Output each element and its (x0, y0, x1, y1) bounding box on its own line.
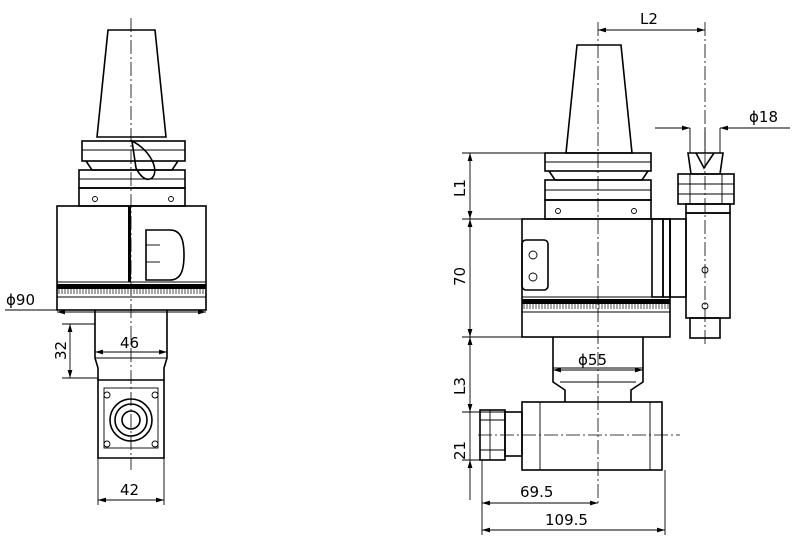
dim-diameter-18: ϕ18 (749, 108, 778, 126)
front-neck (94, 310, 168, 380)
dim-46: 46 (120, 334, 139, 352)
side-view: L2 ϕ18 L1 70 L3 21 (451, 10, 790, 535)
side-taper (565, 44, 633, 154)
side-spindle (669, 128, 735, 339)
dim-l2: L2 (640, 10, 658, 28)
dim-109-5: 109.5 (545, 511, 588, 529)
side-dimensions: L2 ϕ18 L1 70 L3 21 (451, 10, 790, 535)
dim-69-5: 69.5 (520, 483, 553, 501)
side-lower-head (479, 401, 663, 471)
dim-70: 70 (451, 267, 469, 286)
side-body (521, 218, 671, 338)
dim-l1: L1 (451, 179, 469, 197)
dim-21: 21 (451, 441, 469, 460)
side-scale (523, 304, 669, 309)
front-scale (58, 289, 204, 294)
front-housing (97, 379, 165, 459)
side-neck (552, 337, 644, 402)
dim-42: 42 (120, 481, 139, 499)
front-taper (96, 29, 167, 138)
dim-32: 32 (52, 341, 70, 360)
dim-diameter-90: ϕ90 (6, 291, 35, 309)
dim-diameter-55: ϕ55 (578, 351, 607, 369)
front-body (56, 205, 207, 311)
dim-l3: L3 (451, 377, 469, 395)
front-flange (78, 139, 186, 207)
front-logo (145, 229, 185, 281)
side-flange (544, 152, 652, 220)
front-dimensions: ϕ90 32 46 42 (5, 291, 206, 505)
front-view: ϕ90 32 46 42 (5, 18, 207, 505)
